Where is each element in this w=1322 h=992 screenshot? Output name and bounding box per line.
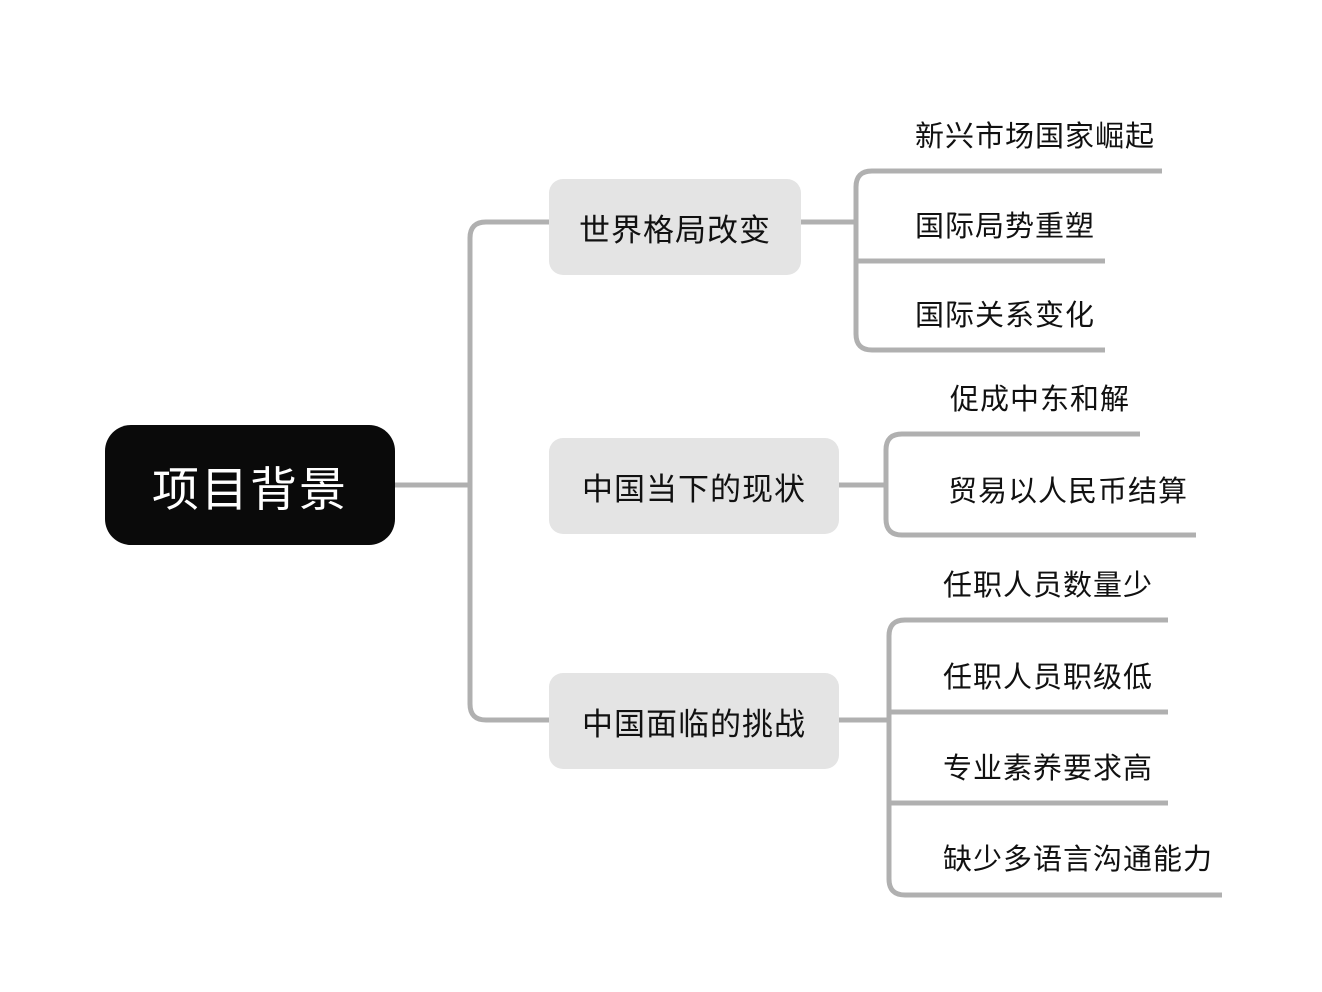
leaf-node-label: 贸易以人民币结算 (947, 476, 1189, 508)
leaf-node-label: 国际关系变化 (914, 300, 1096, 332)
leaf-node-label: 新兴市场国家崛起 (914, 121, 1156, 153)
leaf-node-label: 任职人员数量少 (942, 570, 1154, 602)
leaf-node-lack-multilingual[interactable]: 缺少多语言沟通能力 (943, 836, 1213, 878)
leaf-node-label: 缺少多语言沟通能力 (942, 844, 1214, 876)
branch-node-label: 中国当下的现状 (582, 471, 806, 507)
leaf-node-emerging-markets[interactable]: 新兴市场国家崛起 (915, 113, 1155, 155)
root-node[interactable]: 项目背景 (105, 425, 395, 545)
leaf-node-few-staff[interactable]: 任职人员数量少 (943, 562, 1153, 604)
leaf-node-label: 促成中东和解 (949, 384, 1131, 416)
leaf-node-label: 国际局势重塑 (914, 211, 1096, 243)
leaf-node-label: 专业素养要求高 (942, 753, 1154, 785)
connector-main-spine (467, 219, 549, 723)
leaf-node-rmb-trade-settlement[interactable]: 贸易以人民币结算 (948, 468, 1188, 510)
leaf-node-low-staff-rank[interactable]: 任职人员职级低 (943, 654, 1153, 696)
leaf-node-international-reshaping[interactable]: 国际局势重塑 (915, 203, 1095, 245)
branch-node-china-challenges[interactable]: 中国面临的挑战 (549, 673, 839, 769)
leaf-node-middle-east-reconciliation[interactable]: 促成中东和解 (950, 376, 1130, 418)
branch-node-label: 中国面临的挑战 (582, 706, 806, 742)
root-node-label: 项目背景 (152, 462, 348, 516)
branch-node-world-pattern[interactable]: 世界格局改变 (549, 179, 801, 275)
leaf-node-label: 任职人员职级低 (942, 662, 1154, 694)
leaf-node-international-relations[interactable]: 国际关系变化 (915, 292, 1095, 334)
leaf-node-high-professional-requirements[interactable]: 专业素养要求高 (943, 745, 1153, 787)
branch-node-label: 世界格局改变 (579, 212, 771, 248)
branch-node-china-status[interactable]: 中国当下的现状 (549, 438, 839, 534)
